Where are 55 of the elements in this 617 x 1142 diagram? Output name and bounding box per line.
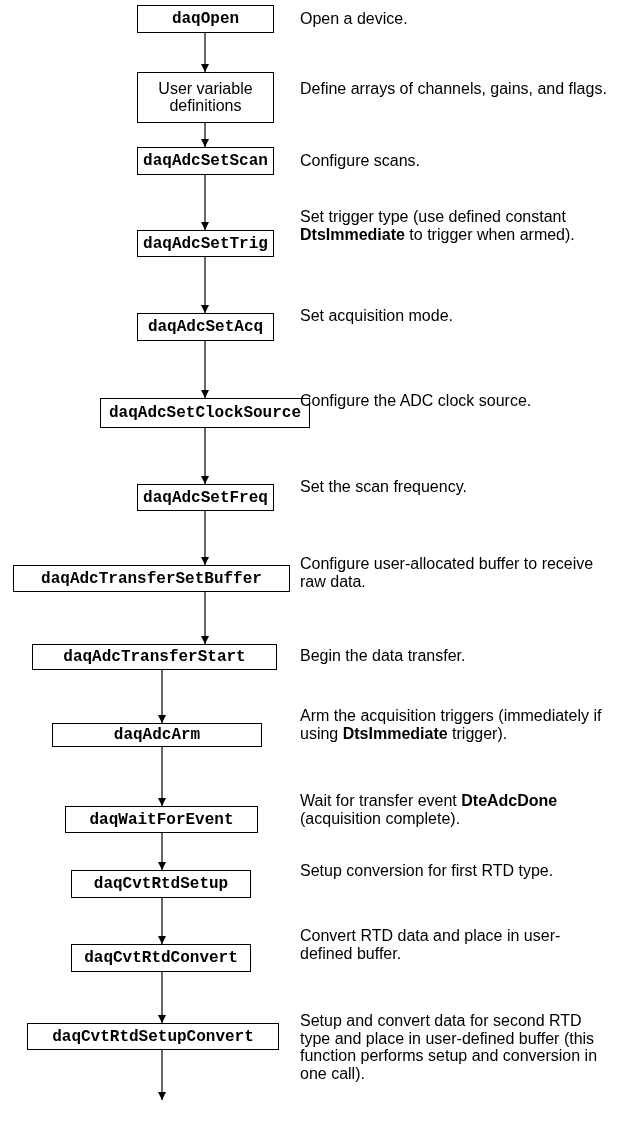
description-text: Wait for transfer event DteAdcDone (acquisition complete). [300, 792, 559, 828]
description-text: Arm the acquisition triggers (immediately if using DtsImmediate trigger). [300, 707, 603, 743]
description-text: Set the scan frequency. [300, 478, 468, 496]
function-name: daqAdcSetFreq [143, 488, 268, 507]
arrow [201, 174, 209, 231]
function-name: daqAdcArm [113, 726, 201, 744]
function-name: daqAdcTransferSetBuffer [41, 569, 262, 588]
arrow [201, 32, 209, 73]
arrow [158, 1049, 166, 1101]
function-name: daqAdcSetScan [143, 152, 268, 170]
process-box [137, 230, 274, 257]
process-box [137, 5, 274, 33]
function-name: daqOpen [171, 10, 240, 28]
function-name: daqAdcSetClockSource [109, 404, 301, 422]
arrow [158, 832, 166, 871]
arrow [201, 510, 209, 566]
arrow [201, 122, 209, 148]
arrow [158, 746, 166, 807]
function-name: daqAdcSetTrig [143, 234, 268, 253]
process-box [32, 644, 277, 670]
process-box [52, 723, 262, 747]
process-box [65, 806, 258, 833]
description-text: Begin the data transfer. [300, 647, 467, 665]
process-box [13, 565, 290, 592]
arrow [201, 591, 209, 645]
function-name: daqWaitForEvent [89, 810, 234, 829]
function-name: daqCvtRtdConvert [84, 949, 238, 967]
arrow [158, 971, 166, 1024]
process-box [137, 484, 274, 511]
description-text: Convert RTD data and place in user-defined buffer. [300, 927, 562, 963]
arrow [201, 256, 209, 314]
process-box [137, 313, 274, 341]
process-label: User variable definitions [157, 80, 254, 115]
arrow [158, 897, 166, 945]
arrow [201, 427, 209, 485]
function-name: daqAdcSetAcq [147, 318, 264, 336]
arrow [158, 669, 166, 724]
arrow [201, 340, 209, 399]
description-text: Set acquisition mode. [300, 307, 454, 325]
description-text: Set trigger type (use defined constant DtsImmediate to trigger when armed). [300, 208, 576, 244]
process-box [27, 1023, 279, 1050]
process-box [137, 147, 274, 175]
function-name: daqCvtRtdSetup [93, 875, 229, 893]
process-box [71, 870, 251, 898]
description-text: Setup conversion for first RTD type. [300, 862, 555, 880]
description-text: Configure user-allocated buffer to receive raw data. [300, 555, 595, 591]
function-name: daqCvtRtdSetupConvert [52, 1027, 254, 1046]
description-text: Define arrays of channels, gains, and flags. [300, 80, 608, 98]
description-text: Configure scans. [300, 152, 422, 170]
process-box [137, 72, 274, 123]
description-text: Open a device. [300, 10, 409, 28]
function-name: daqAdcTransferStart [63, 648, 246, 666]
description-text: Configure the ADC clock source. [300, 392, 533, 409]
process-box [71, 944, 251, 972]
description-text: Setup and convert data for second RTD type and place in user-defined buffer (this function performs setup and conversion in one call). [300, 1012, 599, 1083]
